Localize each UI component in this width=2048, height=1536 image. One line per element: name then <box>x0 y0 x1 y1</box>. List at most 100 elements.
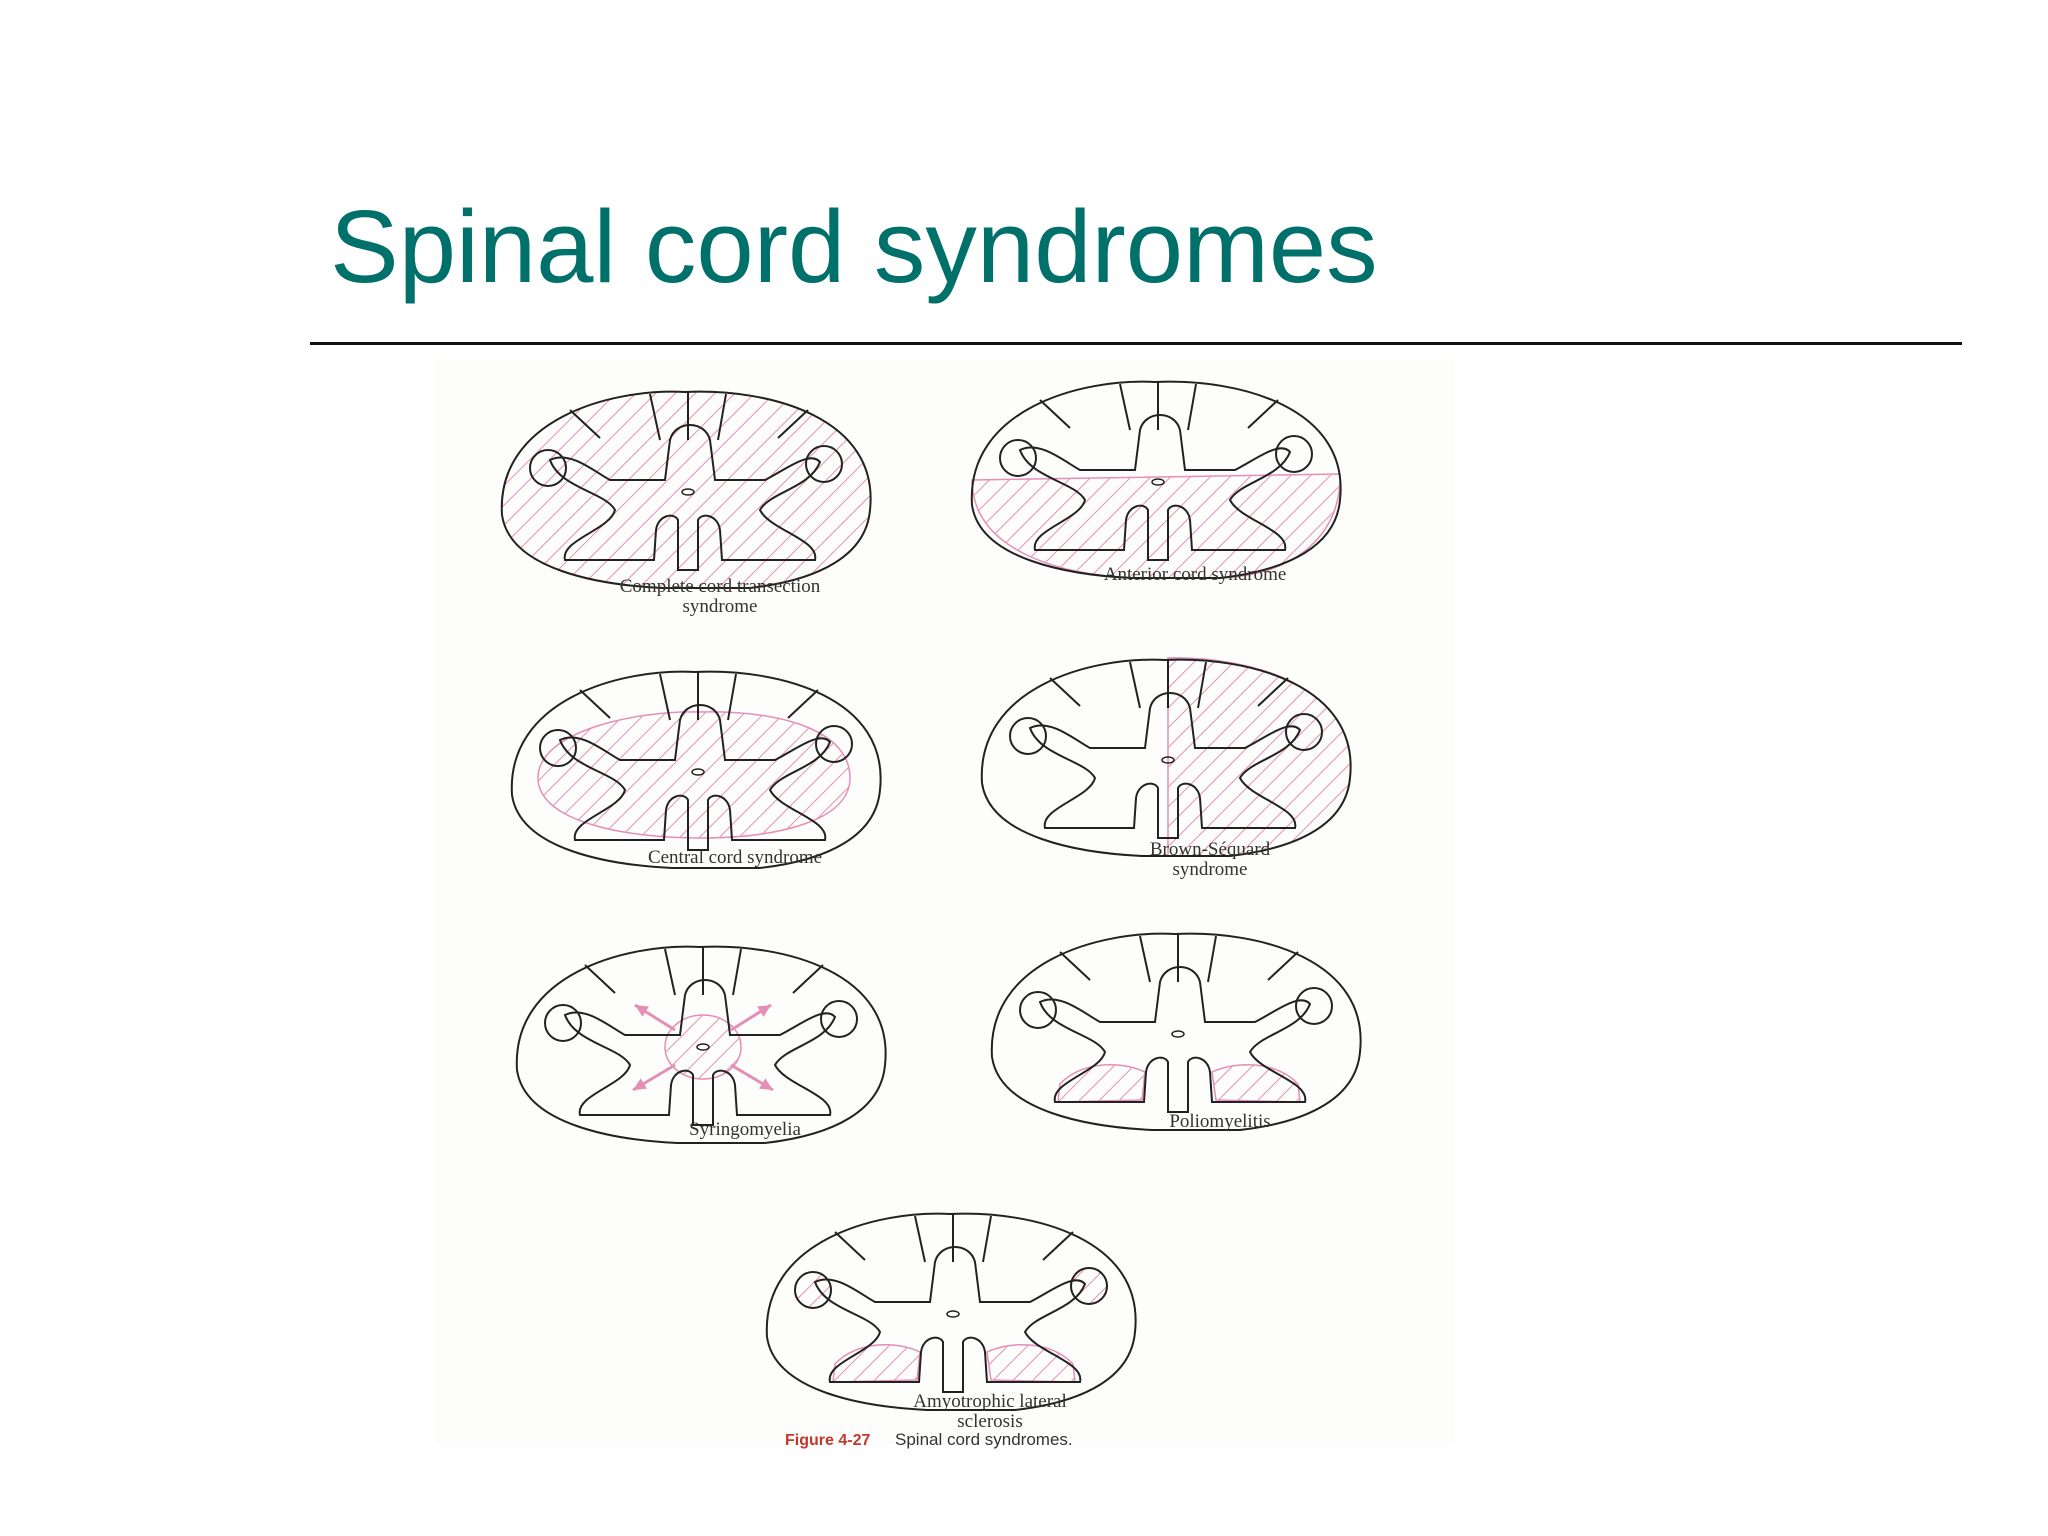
arrowhead <box>633 1078 647 1090</box>
figure-caption: Spinal cord syndromes. <box>895 1430 1073 1449</box>
gray-matter <box>563 979 837 1126</box>
central-canal <box>681 488 695 496</box>
central-canal <box>1151 478 1165 486</box>
cord-outline <box>510 670 882 869</box>
cord-outline <box>980 658 1352 857</box>
dorsal-septum <box>1207 935 1217 983</box>
dorsal-septum <box>1197 661 1207 709</box>
cord-outline <box>500 390 872 589</box>
lateral-tract-circle <box>1009 717 1047 755</box>
dorsal-septum <box>727 673 737 721</box>
lesion-area <box>1057 1063 1146 1103</box>
gray-matter <box>558 704 832 851</box>
lesion-area <box>986 1343 1076 1383</box>
lateral-tract-circle <box>544 1004 582 1042</box>
lateral-tract-circle <box>1285 713 1323 751</box>
caption-line: Anterior cord syndrome <box>1103 564 1287 585</box>
cord-section-complete <box>500 390 872 589</box>
gray-matter <box>813 1246 1087 1393</box>
dorsal-septum <box>732 948 742 996</box>
cord-section-anterior <box>970 380 1342 579</box>
lateral-tract-circle <box>1295 987 1333 1025</box>
dorsal-root-line <box>792 964 824 994</box>
arrowhead <box>757 1005 771 1017</box>
lateral-tract-circle <box>805 445 843 483</box>
dorsal-root-line <box>569 409 601 439</box>
dorsal-septum <box>659 673 671 721</box>
figure-number: Figure 4-27 <box>785 1432 871 1449</box>
dorsal-septum <box>1119 383 1131 431</box>
lateral-tract-circle <box>1275 435 1313 473</box>
cord-outline <box>765 1212 1137 1411</box>
caption-line: syndrome <box>682 595 758 617</box>
central-canal <box>1161 756 1175 764</box>
lateral-tract-circle <box>529 449 567 487</box>
lateral-tract-circle <box>815 725 853 763</box>
dorsal-root-line <box>777 409 809 439</box>
dorsal-root-line <box>579 689 611 719</box>
cord-outline <box>515 945 887 1144</box>
section-caption-anterior: Anterior cord syndrome <box>1045 565 1345 585</box>
lateral-tract-circle <box>539 729 577 767</box>
dorsal-septum <box>664 948 676 996</box>
section-caption-syringomyelia: Syringomyelia <box>595 1120 895 1140</box>
dorsal-root-line <box>1247 399 1279 429</box>
lateral-tract-circle <box>820 1000 858 1038</box>
cord-section-poliomyelitis <box>990 932 1362 1131</box>
lateral-tract-circle <box>1070 1267 1108 1305</box>
cord-section-brown-sequard <box>980 657 1352 857</box>
dorsal-septum <box>1139 935 1151 983</box>
page-title: Spinal cord syndromes <box>330 189 1378 304</box>
caption-line: Central cord syndrome <box>647 847 823 868</box>
dorsal-septum <box>1129 661 1141 709</box>
cord-section-als <box>765 1212 1137 1411</box>
dorsal-root-line <box>834 1231 866 1261</box>
dorsal-root-line <box>1042 1231 1074 1261</box>
dorsal-septum <box>914 1215 926 1263</box>
lesion-area <box>1167 657 1352 857</box>
central-canal <box>696 1043 710 1051</box>
cord-outline <box>970 380 1342 579</box>
arrowhead <box>759 1078 773 1090</box>
dorsal-septum <box>1187 383 1197 431</box>
lateral-tract-circle <box>794 1271 832 1309</box>
dorsal-septum <box>982 1215 992 1263</box>
dorsal-root-line <box>787 689 819 719</box>
central-canal <box>691 768 705 776</box>
arrowhead <box>635 1005 649 1017</box>
dorsal-root-line <box>1059 951 1091 981</box>
lateral-tract-circle <box>999 439 1037 477</box>
dorsal-root-line <box>584 964 616 994</box>
lesion-area <box>1211 1063 1301 1103</box>
central-canal <box>946 1310 960 1318</box>
caption-line: Brown-Séquard <box>1149 839 1271 860</box>
gray-matter <box>1018 414 1292 561</box>
dorsal-septum <box>717 393 727 441</box>
gray-matter <box>1038 966 1312 1113</box>
cord-outline <box>990 932 1362 1131</box>
lateral-tract-circle <box>1019 991 1057 1029</box>
lesion-area <box>832 1343 921 1383</box>
dorsal-root-line <box>1267 951 1299 981</box>
caption-line: Poliomyelitis <box>1169 1111 1271 1132</box>
dorsal-root-line <box>1257 677 1289 707</box>
caption-line: sclerosis <box>957 1410 1023 1432</box>
dorsal-septum <box>649 393 661 441</box>
cord-section-central <box>510 670 882 869</box>
title-divider <box>310 342 1962 345</box>
gray-matter <box>548 424 822 571</box>
caption-line: syndrome <box>1172 858 1248 880</box>
dorsal-root-line <box>1039 399 1071 429</box>
dorsal-root-line <box>1049 677 1081 707</box>
caption-line: Amyotrophic lateral <box>913 1391 1067 1412</box>
caption-line: Syringomyelia <box>689 1119 801 1140</box>
gray-matter <box>1028 692 1302 839</box>
central-canal <box>1171 1030 1185 1038</box>
caption-line: Complete cord transection <box>619 576 821 597</box>
section-caption-poliomyelitis: Poliomyelitis <box>1070 1112 1370 1132</box>
section-caption-central: Central cord syndrome <box>585 848 885 868</box>
cord-section-syringomyelia <box>515 945 887 1144</box>
